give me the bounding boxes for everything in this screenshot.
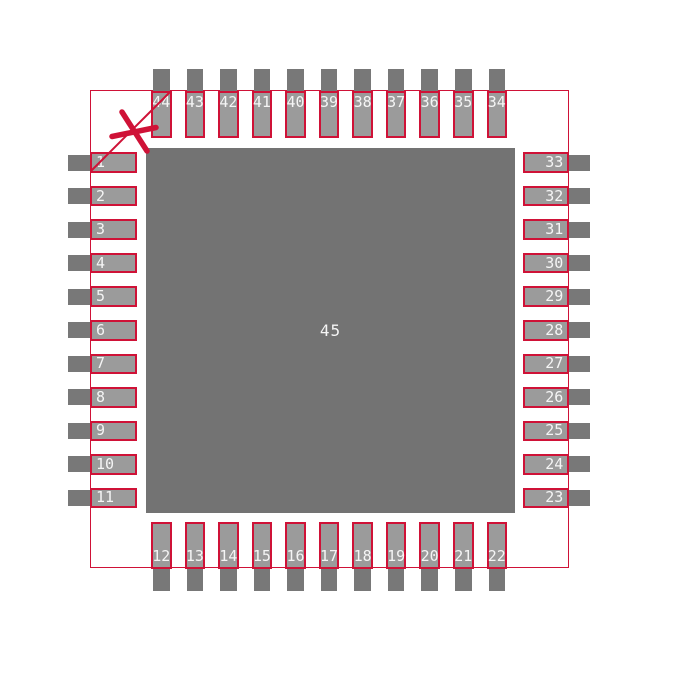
pad-24: 24 — [522, 454, 570, 475]
pad-34-lead — [488, 68, 506, 91]
pad-27-lead — [569, 355, 591, 372]
pad-28: 28 — [522, 319, 570, 341]
pad-3-lead — [68, 221, 90, 238]
pad-4-lead — [68, 255, 90, 272]
pad-27: 27 — [522, 353, 570, 375]
pad-4: 4 — [90, 252, 137, 274]
pad-37: 37 — [385, 90, 407, 138]
pad-40: 40 — [285, 90, 306, 138]
pad-7-lead — [68, 355, 90, 372]
pad-26: 26 — [522, 387, 570, 408]
pad-9: 9 — [90, 420, 137, 442]
pad-22: 22 — [486, 522, 508, 569]
pad-3: 3 — [90, 219, 137, 240]
pad-20: 20 — [419, 522, 440, 569]
pad-10: 10 — [90, 454, 137, 475]
pad-17: 17 — [318, 522, 340, 569]
pad-15: 15 — [251, 522, 273, 569]
pad-38-lead — [354, 68, 371, 91]
pad-36-lead — [421, 68, 438, 91]
pad-9-lead — [68, 422, 90, 439]
pad-31: 31 — [522, 219, 570, 240]
pad-7: 7 — [90, 353, 137, 375]
pad-20-lead — [421, 568, 438, 591]
pad-33: 33 — [522, 152, 570, 173]
pad-5-lead — [68, 288, 90, 305]
pad-16: 16 — [285, 522, 306, 569]
pad-5: 5 — [90, 286, 137, 307]
pad-2: 2 — [90, 185, 137, 207]
pad-15-lead — [253, 568, 271, 591]
pad-12: 12 — [151, 522, 172, 569]
pad-36: 36 — [419, 90, 440, 138]
pad-1-lead — [68, 154, 90, 171]
pad-28-lead — [569, 322, 591, 339]
pad-11-lead — [68, 490, 90, 506]
thermal-pad-label: 45 — [319, 321, 342, 340]
pad-32: 32 — [522, 185, 570, 207]
pad-33-lead — [569, 154, 591, 171]
pad-13: 13 — [184, 522, 206, 569]
pad-18: 18 — [352, 522, 373, 569]
pad-35-lead — [454, 68, 472, 91]
pad-26-lead — [569, 389, 591, 406]
thermal-pad-45: 45 — [146, 148, 515, 513]
pad-1: 1 — [90, 152, 137, 173]
pad-21: 21 — [452, 522, 474, 569]
pad-16-lead — [287, 568, 304, 591]
pad-38: 38 — [352, 90, 373, 138]
pad-14: 14 — [218, 522, 239, 569]
pad-6: 6 — [90, 319, 137, 341]
pad-43-lead — [186, 68, 204, 91]
pad-40-lead — [287, 68, 304, 91]
pad-35: 35 — [452, 90, 474, 138]
pad-25-lead — [569, 422, 591, 439]
pad-44: 44 — [151, 90, 172, 138]
pad-44-lead — [153, 68, 170, 91]
pad-8: 8 — [90, 387, 137, 408]
pad-18-lead — [354, 568, 371, 591]
pad-2-lead — [68, 188, 90, 205]
pad-23-lead — [569, 490, 591, 506]
pad-17-lead — [320, 568, 338, 591]
pad-11: 11 — [90, 487, 137, 509]
pad-8-lead — [68, 389, 90, 406]
pad-21-lead — [454, 568, 472, 591]
pad-37-lead — [387, 68, 405, 91]
pad-41-lead — [253, 68, 271, 91]
pad-34: 34 — [486, 90, 508, 138]
pad-29-lead — [569, 288, 591, 305]
pad-10-lead — [68, 456, 90, 473]
pad-43: 43 — [184, 90, 206, 138]
pad-42: 42 — [218, 90, 239, 138]
pad-31-lead — [569, 221, 591, 238]
pad-19-lead — [387, 568, 405, 591]
pad-29: 29 — [522, 286, 570, 307]
pad-14-lead — [220, 568, 237, 591]
pad-41: 41 — [251, 90, 273, 138]
pad-19: 19 — [385, 522, 407, 569]
pad-24-lead — [569, 456, 591, 473]
pad-30-lead — [569, 255, 591, 272]
pad-23: 23 — [522, 487, 570, 509]
pad-22-lead — [488, 568, 506, 591]
pad-30: 30 — [522, 252, 570, 274]
pad-6-lead — [68, 322, 90, 339]
pad-25: 25 — [522, 420, 570, 442]
pad-13-lead — [186, 568, 204, 591]
pad-12-lead — [153, 568, 170, 591]
pad-42-lead — [220, 68, 237, 91]
pad-39: 39 — [318, 90, 340, 138]
pad-32-lead — [569, 188, 591, 205]
pad-39-lead — [320, 68, 338, 91]
